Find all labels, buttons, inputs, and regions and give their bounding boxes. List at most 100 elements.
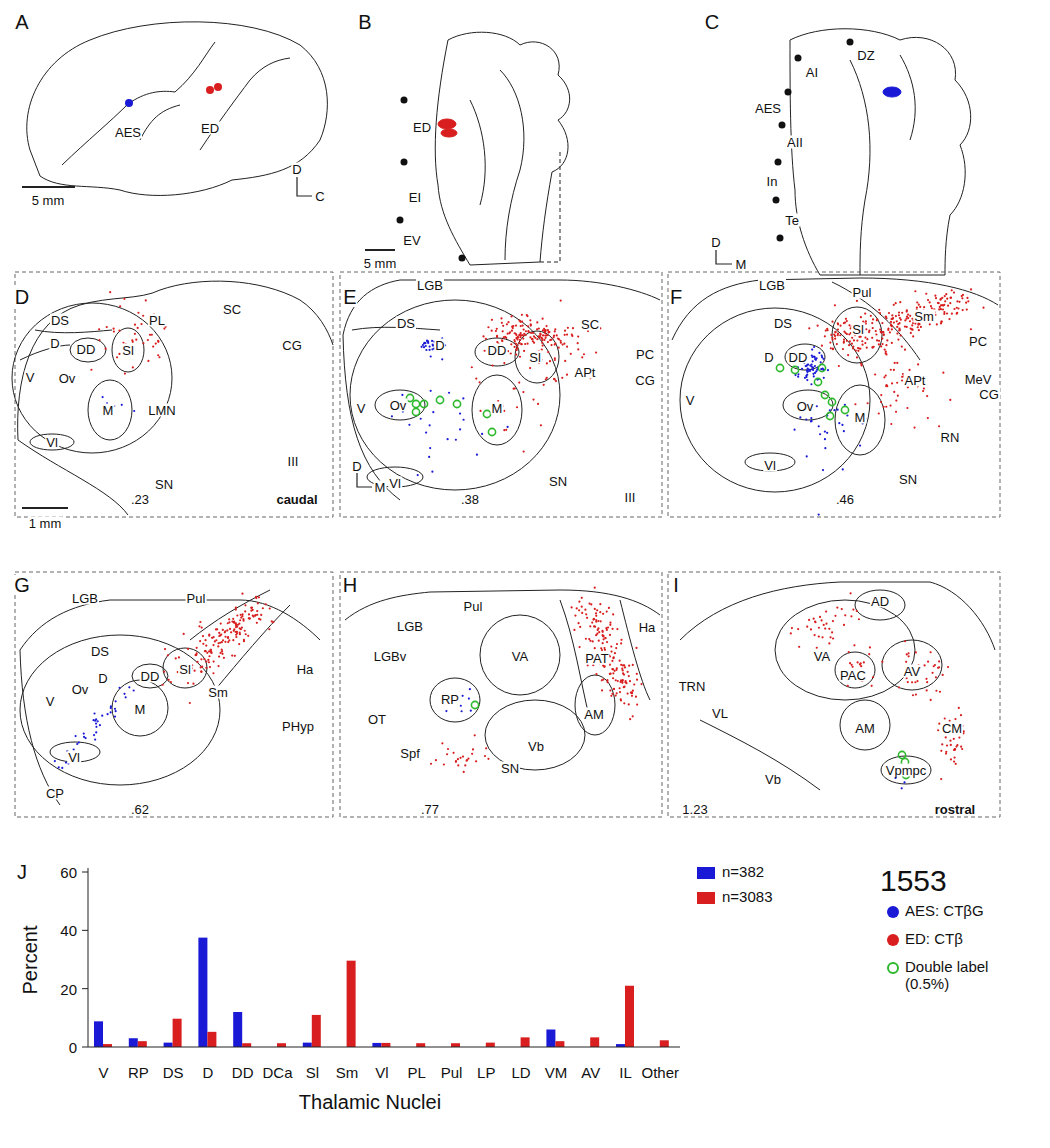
figure-label: LD <box>511 1065 532 1080</box>
cell-dot <box>501 339 503 341</box>
cell-dot <box>857 350 859 352</box>
figure-label: PAT <box>584 652 609 665</box>
double-label-ring <box>828 398 835 405</box>
figure-label: Vb <box>527 740 545 753</box>
cell-dot <box>941 297 943 299</box>
figure-label: Percent <box>20 925 40 996</box>
figure-label: M <box>854 411 867 424</box>
cell-dot <box>476 454 478 456</box>
panel-letter: G <box>13 575 31 595</box>
cell-dot <box>861 340 863 342</box>
cell-dot <box>560 299 562 301</box>
figure-label: LGB <box>758 279 786 292</box>
cell-dot <box>810 420 812 422</box>
scale-bar <box>22 507 68 509</box>
cell-dot <box>502 330 504 332</box>
figure-label: CM <box>941 722 963 735</box>
cell-dot <box>532 340 534 342</box>
cell-dot <box>854 403 856 405</box>
cell-dot <box>903 781 905 783</box>
cell-dot <box>837 322 839 324</box>
figure-label: MeV <box>964 373 993 386</box>
cell-dot <box>445 710 447 712</box>
cell-dot <box>904 640 906 642</box>
cell-dot <box>880 401 882 403</box>
cell-dot <box>851 664 853 666</box>
cell-dot <box>907 652 909 654</box>
cell-dot <box>810 417 812 419</box>
cell-dot <box>935 690 937 692</box>
cell-dot <box>850 592 852 594</box>
cell-dot <box>949 297 951 299</box>
cell-dot <box>215 639 217 641</box>
cell-dot <box>901 787 903 789</box>
cell-dot <box>472 748 474 750</box>
cell-dot <box>852 608 854 610</box>
cell-dot <box>114 708 116 710</box>
figure-label: Ov <box>58 372 77 385</box>
cell-dot <box>133 689 135 691</box>
cell-dot <box>252 609 254 611</box>
cell-dot <box>579 626 581 628</box>
cell-dot <box>628 665 630 667</box>
cell-dot <box>858 336 860 338</box>
figure-label: V <box>97 1065 109 1080</box>
cell-dot <box>242 620 244 622</box>
figure-label: RP <box>440 693 460 706</box>
cell-dot <box>227 641 229 643</box>
figure-label: Thalamic Nuclei <box>298 1092 442 1112</box>
area-marker <box>401 159 408 166</box>
cell-dot <box>939 691 941 693</box>
bar <box>381 1043 390 1047</box>
cell-dot <box>202 643 204 645</box>
cell-dot <box>573 629 575 631</box>
cell-dot <box>891 382 893 384</box>
cell-dot <box>846 414 848 416</box>
double-label-ring <box>406 394 413 401</box>
cell-dot <box>217 665 219 667</box>
section-outline <box>343 280 660 335</box>
cell-dot <box>612 657 614 659</box>
bar <box>129 1038 138 1047</box>
cell-dot <box>168 679 170 681</box>
cell-dot <box>522 338 524 340</box>
cell-dot <box>889 331 891 333</box>
cell-dot <box>620 699 622 701</box>
cell-dot <box>900 319 902 321</box>
cell-dot <box>619 660 621 662</box>
cell-dot <box>881 337 883 339</box>
cell-dot <box>140 323 142 325</box>
sulcus <box>200 58 290 150</box>
cell-dot <box>571 335 573 337</box>
cell-dot <box>598 631 600 633</box>
scale-bar <box>365 249 395 251</box>
cell-dot <box>860 363 862 365</box>
cell-dot <box>890 423 892 425</box>
cell-dot <box>233 628 235 630</box>
figure-label: RP <box>127 1065 150 1080</box>
cell-dot <box>61 767 63 769</box>
cell-dot <box>522 325 524 327</box>
cell-dot <box>525 330 527 332</box>
cell-dot <box>229 628 231 630</box>
cell-dot <box>820 368 822 370</box>
cell-dot <box>241 615 243 617</box>
cell-dot <box>837 334 839 336</box>
cell-dot <box>192 683 194 685</box>
cell-dot <box>909 320 911 322</box>
cell-dot <box>74 735 76 737</box>
cell-dot <box>906 407 908 409</box>
cell-dot <box>578 646 580 648</box>
cell-dot <box>904 325 906 327</box>
cell-dot <box>441 742 443 744</box>
cell-dot <box>893 391 895 393</box>
cell-dot <box>829 409 831 411</box>
cell-dot <box>391 415 393 417</box>
cell-dot <box>793 429 795 431</box>
cell-dot <box>205 650 207 652</box>
cell-dot <box>831 339 833 341</box>
cell-dot <box>471 753 473 755</box>
cell-dot <box>846 320 848 322</box>
cell-dot <box>811 366 813 368</box>
figure-label: III <box>287 455 300 468</box>
